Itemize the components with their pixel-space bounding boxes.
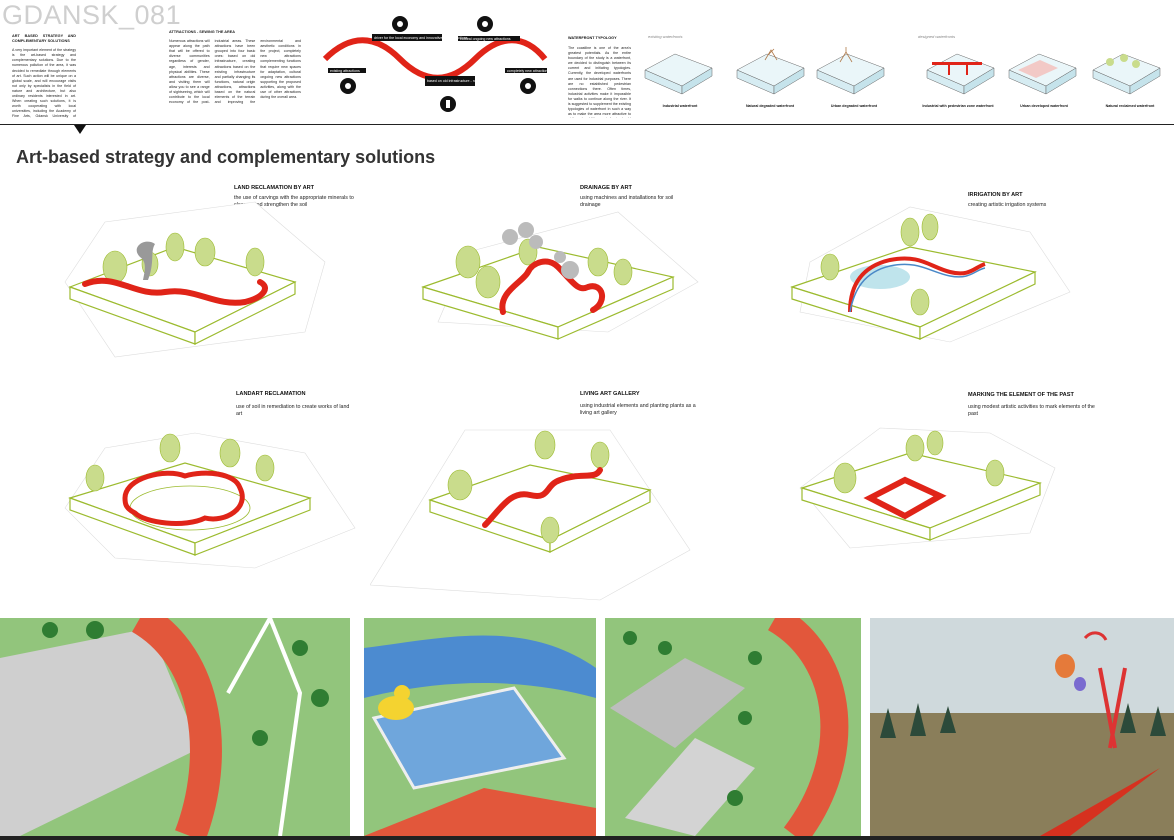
- waterfront-title: WATERFRONT TYPOLOGY: [568, 36, 617, 40]
- column-text: Numerous attractions will appear along t…: [169, 39, 301, 105]
- waterfront-type-label: Industrial with pedestrian zone waterfro…: [922, 104, 994, 108]
- scene-land-reclamation: [64, 201, 326, 358]
- strategy-title: LANDART RECLAMATION: [236, 391, 306, 397]
- waterfront-type-label: Industrial waterfront: [662, 104, 698, 108]
- tower-icon: [446, 100, 450, 108]
- column-text: The coastline is one of the area's great…: [568, 46, 631, 118]
- scene-irrigation: [790, 206, 1071, 343]
- scene-living-gallery: [370, 429, 691, 601]
- attraction-label: completely new attractions: [507, 69, 550, 73]
- strategy-desc: using modest artistic activities to mark…: [968, 404, 1095, 417]
- section-title: Art-based strategy and complementary sol…: [16, 147, 436, 167]
- column-title: ATTRACTIONS - SEWING THE AREA: [169, 30, 236, 34]
- waterfront-type-label: Natural degraded waterfront: [745, 104, 795, 108]
- collage-panel-path: [0, 618, 350, 836]
- column-title: ART BASED STRATEGY AND COMPLEMENTARY SOL…: [12, 34, 76, 44]
- strategy-title: MARKING THE ELEMENT OF THE PAST: [968, 392, 1074, 398]
- scene-drainage: [421, 211, 699, 340]
- text-column-art-strategy: ART BASED STRATEGY AND COMPLEMENTARY SOL…: [12, 34, 76, 118]
- strategy-desc: creating artistic irrigation systems: [968, 202, 1047, 208]
- strategy-title: LIVING ART GALLERY: [580, 391, 640, 397]
- leaf-icon: [482, 21, 488, 27]
- strategy-desc: use of soil in remediation to create wor…: [236, 404, 350, 417]
- brand-title: GDANSK_081: [2, 0, 182, 30]
- strategy-title: DRAINAGE BY ART: [580, 185, 632, 191]
- collage-panel-landscape: [870, 618, 1174, 836]
- collage-panel-gallery: [605, 618, 861, 836]
- waterfront-type-label: Urban degraded waterfront: [830, 104, 878, 108]
- waterfront-type-label: Natural reclaimed waterfront: [1105, 104, 1155, 108]
- strategy-desc: the use of carvings with the appropriate…: [234, 195, 354, 208]
- scene-landart: [64, 432, 356, 569]
- collage-panel-water: [364, 618, 596, 836]
- attraction-label: cultural ongoing new attractions: [460, 37, 511, 41]
- divider-line: [0, 124, 1174, 125]
- text-column-attractions: ATTRACTIONS - SEWING THE AREA Numerous a…: [169, 30, 301, 120]
- scene-marking-past: [799, 427, 1056, 549]
- waterfront-sketches: [644, 47, 1161, 95]
- star-icon: [525, 83, 531, 89]
- text-column-waterfront: The coastline is one of the area's great…: [568, 46, 631, 118]
- attraction-label: based on old infrastructure - new attrac…: [427, 79, 497, 83]
- strategy-desc: using industrial elements and planting p…: [580, 403, 696, 416]
- attractions-diagram: driver for the local economy and innovat…: [322, 16, 550, 112]
- triangle-marker-icon: [74, 125, 86, 134]
- strategy-title: IRRIGATION BY ART: [968, 192, 1023, 198]
- attraction-label: driver for the local economy and innovat…: [374, 36, 468, 40]
- bird-icon: [397, 21, 403, 27]
- bottom-bar: [0, 836, 1174, 840]
- existing-waterfronts-label: existing waterfronts: [648, 34, 683, 39]
- designed-waterfronts-label: designed waterfronts: [918, 34, 956, 39]
- column-text: A very important element of the strategy…: [12, 48, 76, 118]
- strategy-title: LAND RECLAMATION BY ART: [234, 185, 315, 191]
- strategy-desc: using machines and installations for soi…: [580, 195, 674, 208]
- waterfront-type-label: Urban developed waterfront: [1020, 104, 1068, 108]
- attraction-label: existing attractions: [330, 69, 360, 73]
- tree-icon: [345, 83, 351, 89]
